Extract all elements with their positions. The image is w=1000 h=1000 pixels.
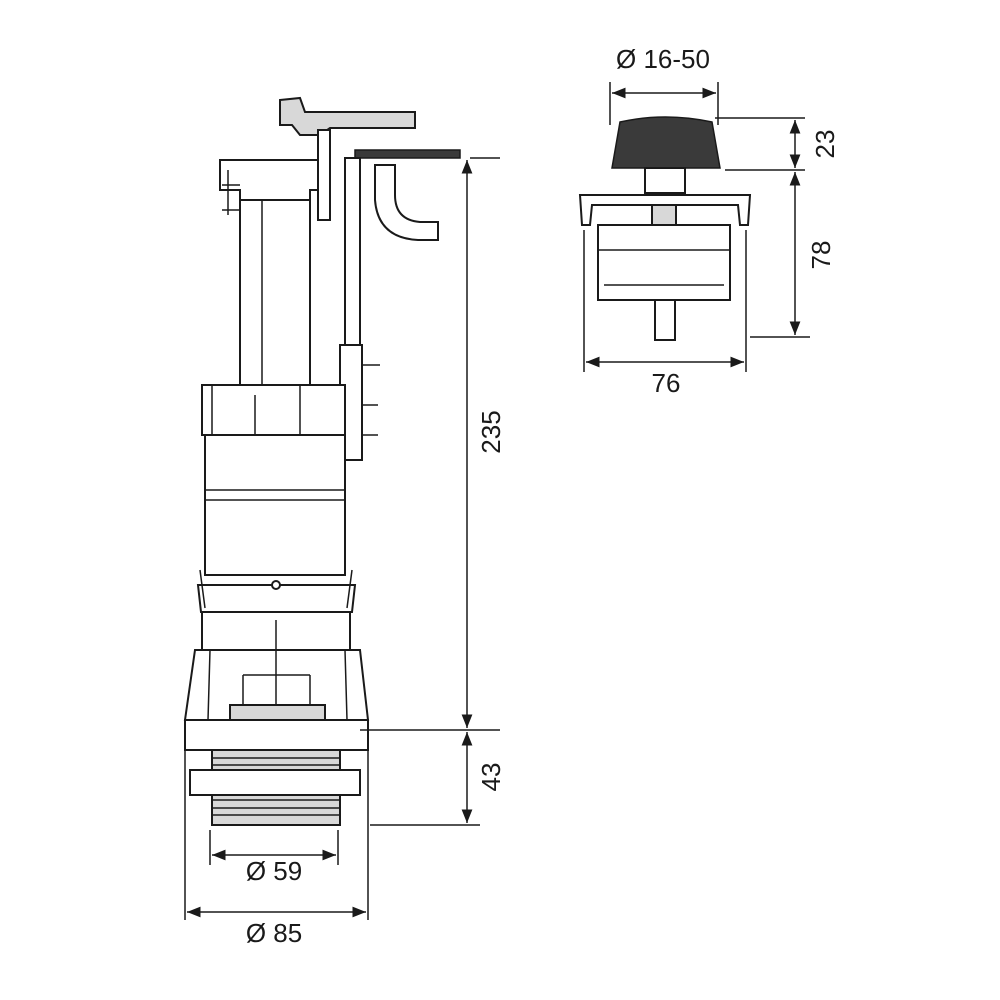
button-housing: [597, 224, 731, 301]
button-cap-height-label: 23: [810, 130, 840, 159]
valve-lever: [279, 96, 416, 136]
valve-pipe: [374, 164, 439, 241]
thread-diameter-label: Ø 59: [246, 856, 302, 886]
flange-diameter-label: Ø 85: [246, 918, 302, 948]
button-diameter-label: Ø 16-50: [616, 44, 710, 74]
valve-height-label: 235: [476, 410, 506, 453]
valve-cylinder: [204, 434, 346, 576]
valve-nut: [189, 769, 361, 796]
button-pin: [654, 299, 676, 341]
valve-rod: [344, 157, 361, 349]
valve-float: [201, 384, 346, 436]
valve-column: [239, 199, 311, 386]
dimension-lines: [184, 82, 810, 920]
button-bracket: [578, 194, 752, 226]
valve-plate: [354, 149, 461, 159]
push-button: [578, 116, 752, 341]
valve-clip-ring: [196, 584, 357, 613]
valve-head: [219, 159, 321, 201]
button-body-height-label: 78: [806, 241, 836, 270]
thread-height-label: 43: [476, 763, 506, 792]
flush-valve: [183, 96, 461, 826]
button-cap: [611, 116, 721, 169]
button-width-label: 76: [652, 368, 681, 398]
valve-flange: [184, 719, 369, 751]
